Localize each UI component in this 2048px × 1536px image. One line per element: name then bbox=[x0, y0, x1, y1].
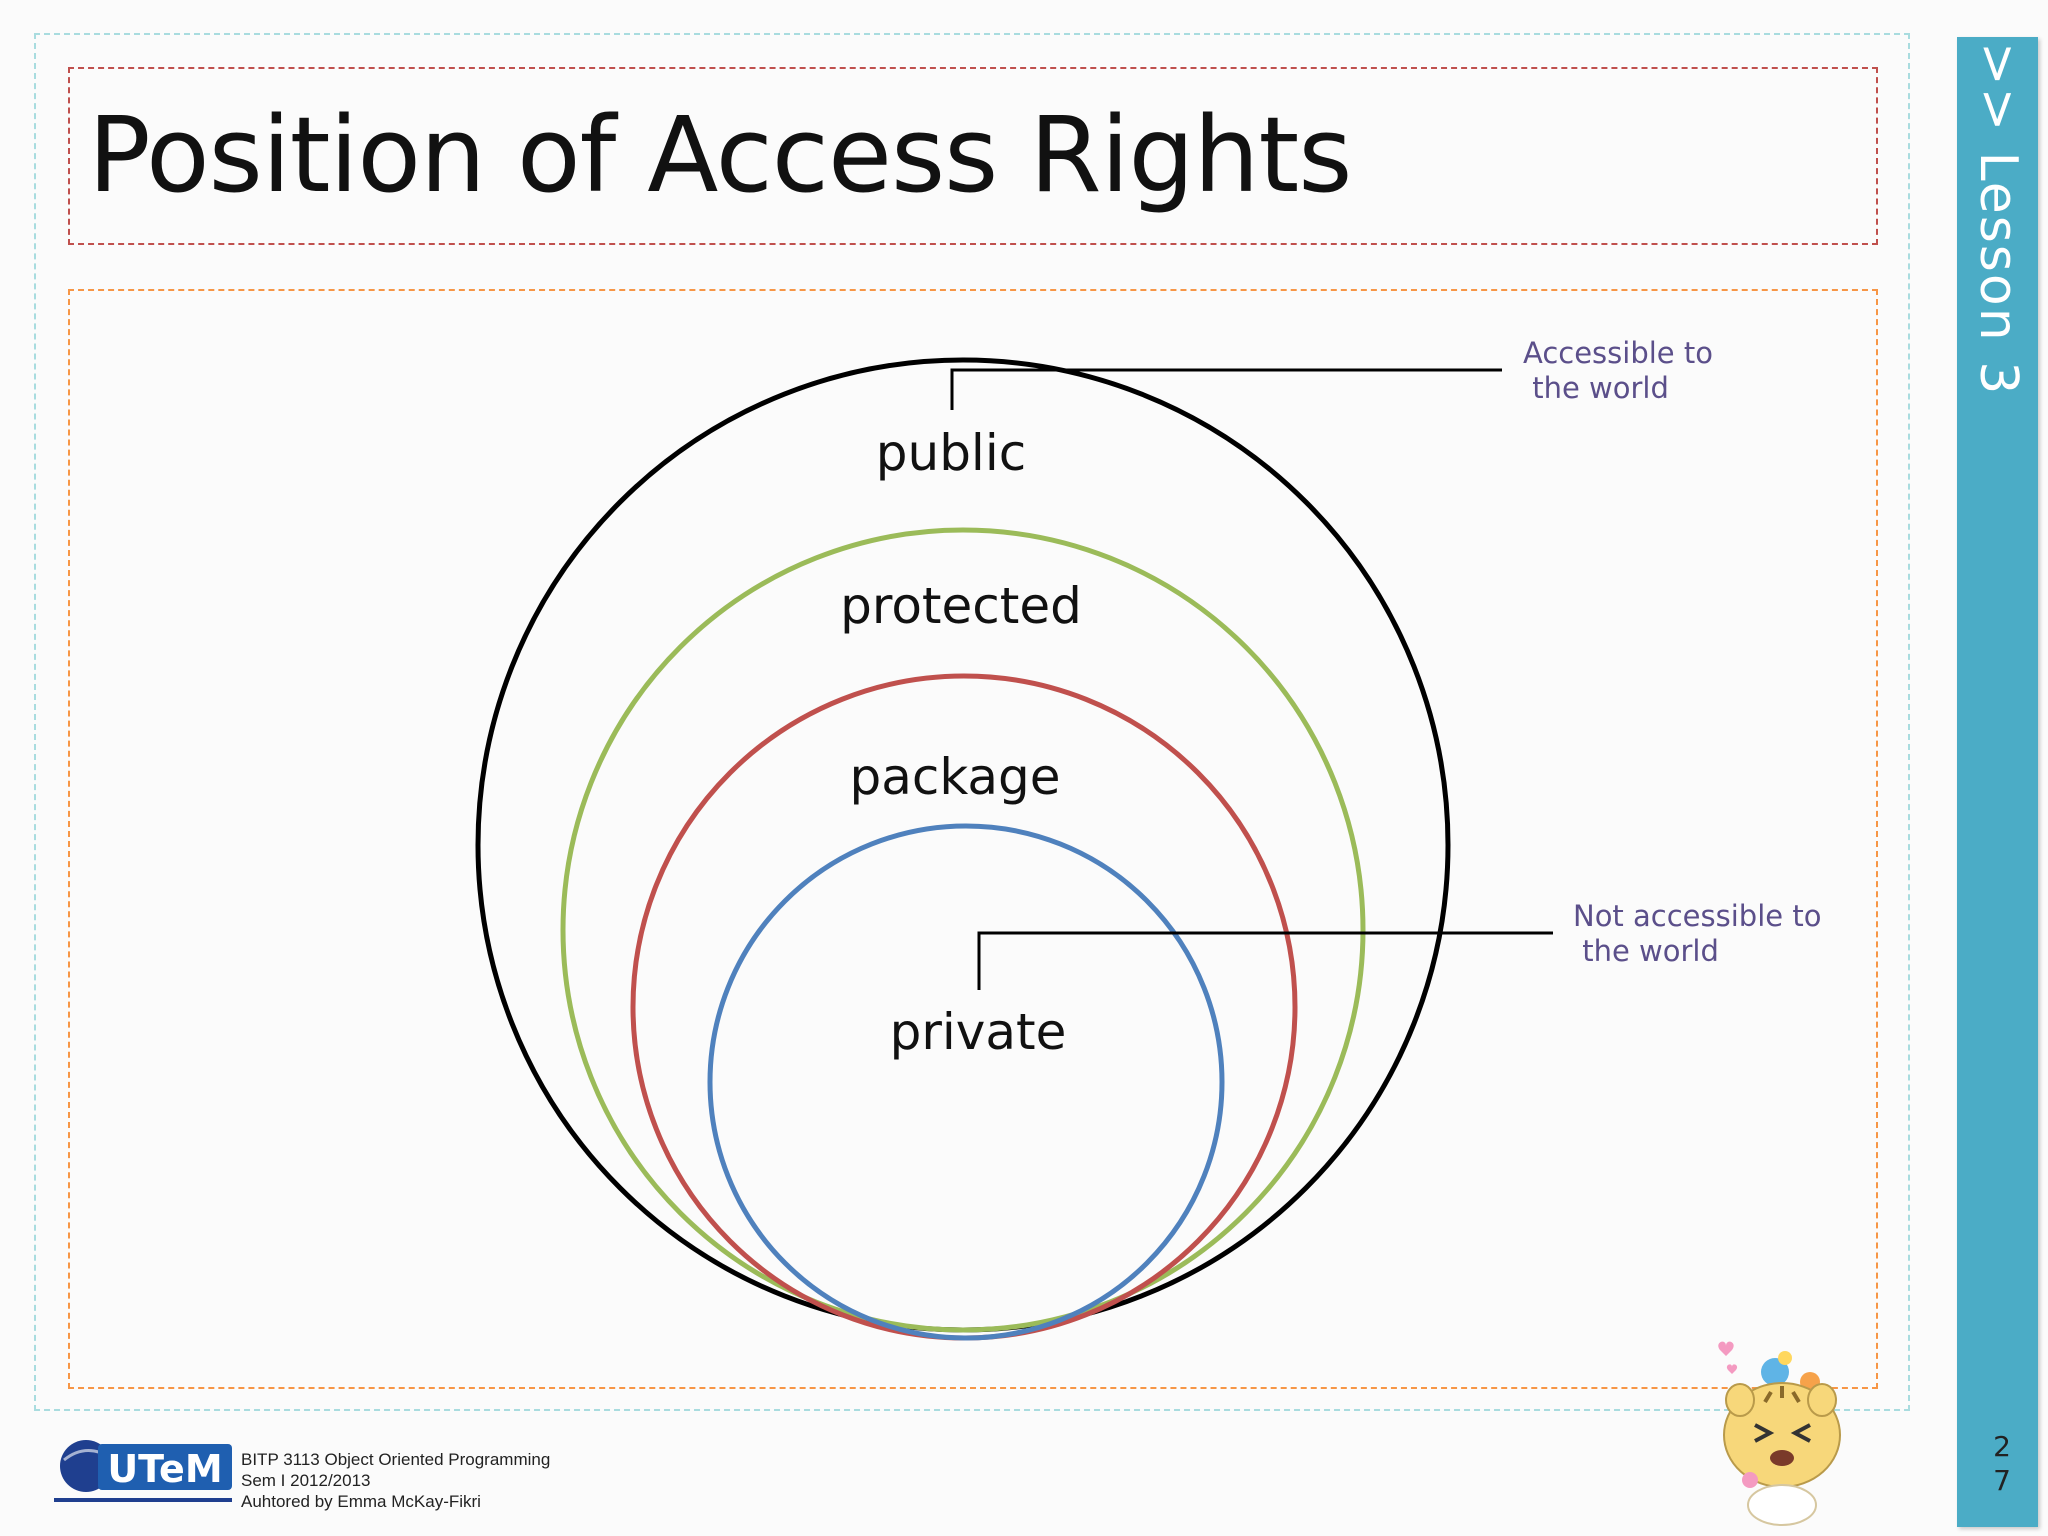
public-label: public bbox=[876, 424, 1026, 482]
protected-circle bbox=[563, 530, 1363, 1330]
tiger-mascot-icon bbox=[1700, 1330, 1870, 1530]
not-accessible-callout-line bbox=[979, 933, 1553, 990]
accessible-callout-line1: Accessible to bbox=[1523, 336, 1713, 370]
public-circle bbox=[478, 360, 1448, 1330]
not-accessible-callout-line2: the world bbox=[1573, 934, 1719, 968]
accessible-callout-line2: the world bbox=[1523, 371, 1669, 405]
protected-label: protected bbox=[840, 577, 1082, 635]
lesson-label: >> Lesson 3 bbox=[1968, 42, 2028, 396]
page-number: 27 bbox=[1990, 1430, 2014, 1498]
author: Auhtored by Emma McKay-Fikri bbox=[241, 1491, 550, 1512]
private-label: private bbox=[890, 1003, 1067, 1061]
package-label: package bbox=[849, 748, 1060, 806]
logo-text: UTeM bbox=[107, 1447, 222, 1491]
accessible-callout-line bbox=[952, 370, 1502, 410]
utem-logo: UTeM bbox=[54, 1430, 234, 1510]
course-title: BITP 3113 Object Oriented Programming bbox=[241, 1449, 550, 1470]
not-accessible-callout-line1: Not accessible to bbox=[1573, 899, 1821, 933]
semester: Sem I 2012/2013 bbox=[241, 1470, 550, 1491]
private-circle bbox=[710, 826, 1222, 1338]
footer-info: BITP 3113 Object Oriented Programming Se… bbox=[241, 1449, 550, 1512]
